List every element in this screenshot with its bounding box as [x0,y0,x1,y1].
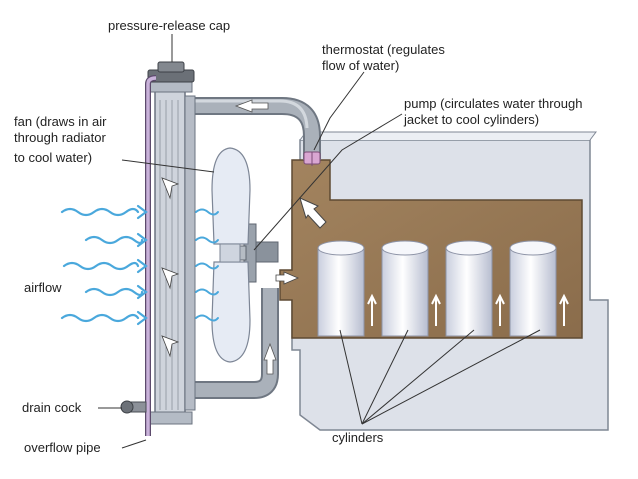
cylinder-2 [381,240,429,337]
thermostat [303,151,321,166]
top-hose [185,97,321,160]
cylinder-3 [445,240,493,337]
label-thermostat-line-2: flow of water) [322,58,399,73]
airflow-through-arrows [195,208,219,322]
label-thermostat-line-1: thermostat (regulates [322,42,445,57]
bottom-hose-arrow [263,342,277,375]
label-pump-line-2: jacket to cool cylinders) [403,112,539,127]
pump-flow-arrow [275,271,300,285]
cylinder-1 [317,240,365,337]
drain-cock [120,400,147,414]
label-pump-line-1: pump (circulates water through [404,96,582,111]
radiator [149,79,196,425]
label-pressure-release-cap: pressure-release cap [108,18,230,33]
label-fan-line-1: fan (draws in air [14,114,107,129]
label-cylinders: cylinders [332,430,384,445]
radiator-flow-arrows [161,177,180,358]
cylinder-4 [509,240,557,337]
label-fan-line-2: through radiator [14,130,106,145]
overflow-pipe [145,75,157,436]
top-hose-arrow [234,99,269,113]
label-fan-line-3: to cool water) [14,150,92,165]
label-airflow: airflow [24,280,62,295]
pressure-release-cap [147,61,195,83]
fan [211,147,251,363]
jacket-flow-arrows [367,293,569,326]
label-drain-cock: drain cock [22,400,82,415]
leader-lines [98,34,541,449]
airflow-arrows [60,204,148,326]
thermostat-flow-arrow [299,197,327,229]
label-overflow-pipe: overflow pipe [24,440,101,455]
